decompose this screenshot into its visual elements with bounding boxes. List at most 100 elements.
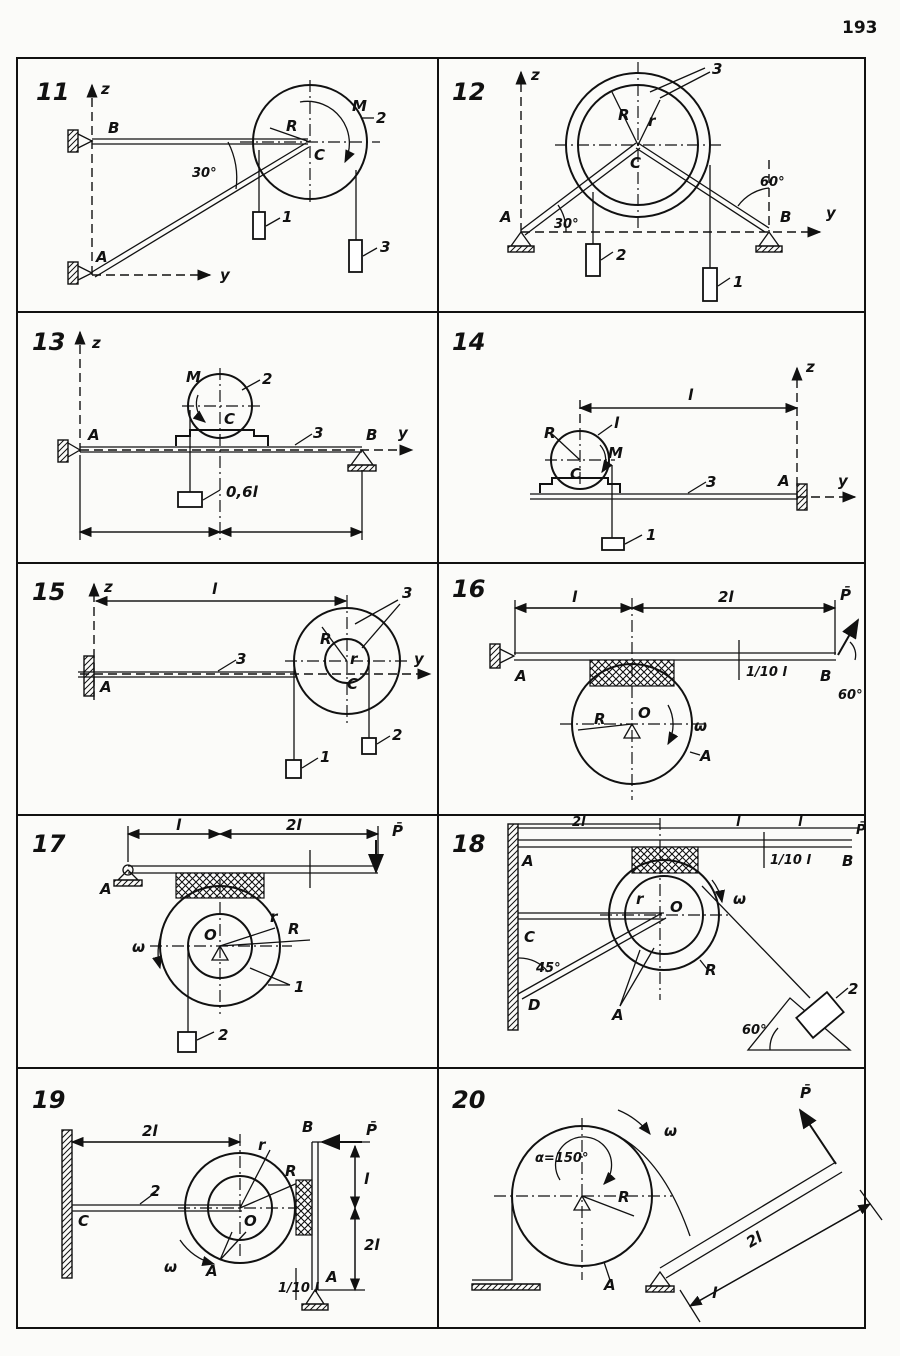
svg-text:R: R [618,1188,630,1206]
svg-text:A: A [514,667,527,685]
svg-text:A: A [611,1006,624,1024]
svg-text:3: 3 [402,584,412,602]
svg-text:2: 2 [616,246,626,264]
svg-text:A: A [699,747,712,765]
svg-text:B: B [780,208,791,226]
figure-17: 17 l 2l P̄ A r R O ω 1 [32,816,403,1053]
svg-text:y: y [414,650,425,668]
figure-grid [16,57,866,1329]
svg-text:ω: ω [164,1258,177,1276]
svg-text:r: r [636,890,645,908]
svg-text:ω: ω [664,1122,677,1140]
svg-text:z: z [100,80,110,98]
svg-text:2l: 2l [743,1228,766,1252]
svg-text:2: 2 [218,1026,228,1044]
svg-text:14: 14 [452,328,485,356]
svg-text:R: R [286,117,298,135]
svg-text:A: A [99,678,112,696]
svg-text:60°: 60° [838,688,863,703]
svg-text:B: B [366,426,377,444]
svg-text:3: 3 [706,473,716,491]
svg-text:30°: 30° [554,217,579,232]
page-number: 193 [842,18,878,38]
svg-text:1: 1 [282,208,292,226]
svg-text:O: O [204,926,217,944]
svg-text:A: A [205,1262,218,1280]
svg-text:l: l [712,1284,718,1302]
svg-text:2l: 2l [142,1122,158,1140]
svg-text:D: D [528,996,540,1014]
svg-text:y: y [826,204,837,222]
svg-text:r: r [648,112,657,130]
svg-text:C: C [347,675,358,693]
svg-text:r: r [270,908,279,926]
svg-text:A: A [521,852,534,870]
svg-text:C: C [314,146,325,164]
svg-text:2l: 2l [718,588,734,606]
svg-text:3: 3 [313,424,323,442]
svg-text:O: O [244,1212,257,1230]
figure-15: 15 z A y 3 l R r C 3 1 2 [32,578,432,779]
svg-text:M: M [186,368,201,386]
svg-text:ω: ω [694,717,707,735]
svg-text:1: 1 [294,978,304,996]
svg-text:R: R [618,106,630,124]
svg-text:l: l [364,1170,370,1188]
svg-text:R: R [544,424,556,442]
svg-text:P̄: P̄ [392,820,403,840]
svg-text:1: 1 [320,748,330,766]
svg-text:A: A [325,1268,338,1286]
svg-text:1: 1 [733,273,743,291]
svg-text:A: A [99,880,112,898]
figure-19: 19 2l C 2 r R O ω A B P̄ l [32,1086,380,1311]
svg-text:45°: 45° [535,961,561,976]
svg-text:A: A [603,1276,616,1294]
svg-text:R: R [285,1162,297,1180]
figure-number: 11 [36,78,69,106]
svg-text:R: R [705,961,717,979]
svg-text:l: l [572,588,578,606]
svg-text:P̄: P̄ [856,822,866,838]
svg-text:13: 13 [32,328,65,356]
svg-text:M: M [608,444,623,462]
svg-text:P̄: P̄ [800,1082,811,1102]
svg-text:17: 17 [32,830,66,858]
svg-text:C: C [630,154,641,172]
svg-text:A: A [95,248,108,266]
figure-12: 12 z y R r C 3 A B 30° 60° [452,60,837,302]
svg-text:3: 3 [380,238,390,256]
figure-20: 20 R α=150° ω A P̄ 2l l [452,1082,883,1323]
svg-text:B: B [302,1118,313,1136]
svg-text:l: l [688,386,694,404]
svg-text:1: 1 [646,526,656,544]
svg-text:1/10 l: 1/10 l [770,853,811,868]
svg-text:R: R [594,710,606,728]
svg-text:α=150°: α=150° [535,1151,588,1166]
svg-text:z: z [530,66,540,84]
svg-text:2: 2 [150,1182,160,1200]
svg-text:r: r [258,1136,267,1154]
svg-text:r: r [350,650,359,668]
svg-text:A: A [499,208,512,226]
svg-text:A: A [777,472,790,490]
svg-text:3: 3 [712,60,722,78]
svg-text:z: z [103,578,113,596]
svg-text:l: l [736,815,741,830]
svg-text:2l: 2l [286,816,302,834]
figure-14: 14 z y A 3 R C M l l 1 [452,328,857,551]
svg-text:19: 19 [32,1086,65,1114]
svg-text:ω: ω [132,938,145,956]
svg-text:C: C [224,410,235,428]
svg-text:2: 2 [262,370,272,388]
svg-text:2: 2 [392,726,402,744]
svg-text:C: C [524,928,535,946]
svg-text:20: 20 [452,1086,485,1114]
svg-text:C: C [78,1212,89,1230]
svg-text:R: R [320,630,332,648]
svg-text:y: y [220,266,231,284]
svg-text:O: O [638,704,651,722]
svg-text:P̄: P̄ [366,1119,377,1139]
svg-text:B: B [842,852,853,870]
svg-text:16: 16 [452,575,485,603]
svg-text:0,6l: 0,6l [226,483,259,501]
